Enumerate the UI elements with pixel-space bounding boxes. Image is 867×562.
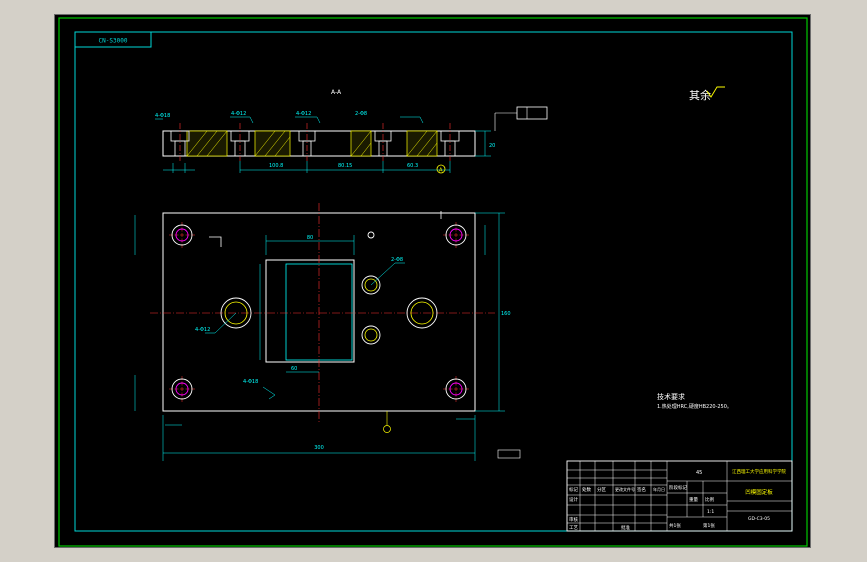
die-pocket (265, 259, 355, 363)
dim-section-len-a: 100.8 (269, 163, 283, 169)
tb-scale-value: 1:1 (707, 509, 714, 515)
drawing-canvas: CN-S3000 其余 A-A (58, 17, 808, 547)
dim-section-mid: 2-Φ8 (355, 111, 367, 117)
tb-process: 工艺 (569, 525, 578, 531)
dim-overall-length: 300 (314, 445, 324, 451)
tb-row-label-zone: 分区 (597, 486, 606, 493)
roughness-note: 其余 (689, 88, 711, 102)
section-label: A-A (331, 89, 342, 96)
tb-row-label-count: 处数 (582, 486, 591, 493)
corner-holes (169, 222, 469, 402)
dim-pocket-width: 60 (291, 366, 297, 372)
tech-req-line1: 1.热处理HRC,硬度HB220-250。 (657, 403, 732, 410)
plan-view: 300 160 80 60 2-Φ8 4-Φ12 4-Φ18 (134, 203, 521, 461)
dim-section-hole-a: 4-Φ12 (231, 111, 246, 117)
dim-hole-corner: 4-Φ18 (243, 379, 258, 385)
tb-designer: 设计 (569, 496, 578, 503)
title-block: 标记 处数 分区 更改文件号 签名 年月日 设计 审核 工艺 批准 阶段标记 重… (566, 460, 793, 532)
tb-part-name: 凹模固定板 (745, 488, 773, 496)
datum-circle-icon (436, 164, 446, 174)
dim-thickness: 20 (489, 143, 495, 149)
geometric-tolerance-frame (516, 106, 548, 120)
tb-approve: 批准 (621, 524, 630, 531)
dim-section-len-b: 80.15 (338, 163, 352, 169)
dim-hole-guide: 2-Φ8 (391, 257, 403, 263)
tb-row-label-date: 年月日 (653, 486, 665, 492)
tb-drawing-no: GD-C3-05 (748, 516, 770, 522)
tb-material: 45 (696, 470, 702, 476)
dim-section-hole-b: 4-Φ12 (296, 111, 311, 117)
tb-row-label-change: 更改文件号 (615, 486, 635, 492)
flatness-frame (497, 449, 521, 459)
dim-pocket-height: 80 (307, 235, 313, 241)
tb-row-label-sign: 签名 (637, 486, 646, 493)
tb-scale: 比例 (705, 496, 714, 503)
dim-hole-main: 4-Φ12 (195, 327, 210, 333)
tb-reviewer: 审核 (569, 516, 578, 523)
sheet-outer-frame (58, 17, 808, 547)
tb-sheet-no: 第1张 (703, 522, 715, 529)
tb-row-label-mark: 标记 (569, 486, 578, 493)
tb-weight: 重量 (689, 496, 698, 503)
dim-section-left: 4-Φ18 (155, 113, 170, 119)
dim-section-len-c: 60.3 (407, 163, 418, 169)
roughness-symbol-icon (706, 86, 725, 98)
drawing-border (74, 31, 793, 532)
tb-stage: 阶段标记 (669, 484, 687, 491)
code-box (74, 31, 152, 48)
section-view: A-A (155, 89, 548, 174)
tb-sheets-total: 共1张 (669, 522, 681, 529)
sheet-code: CN-S3000 (99, 38, 128, 45)
cad-viewport[interactable]: CN-S3000 其余 A-A (54, 14, 811, 548)
tb-company: 江西理工大学应用科学学院 (732, 468, 786, 475)
dim-overall-width: 160 (501, 311, 511, 317)
datum-circle-plan-icon (383, 425, 391, 433)
tech-req-title: 技术要求 (657, 392, 685, 401)
datum-label-section: A (439, 168, 443, 174)
